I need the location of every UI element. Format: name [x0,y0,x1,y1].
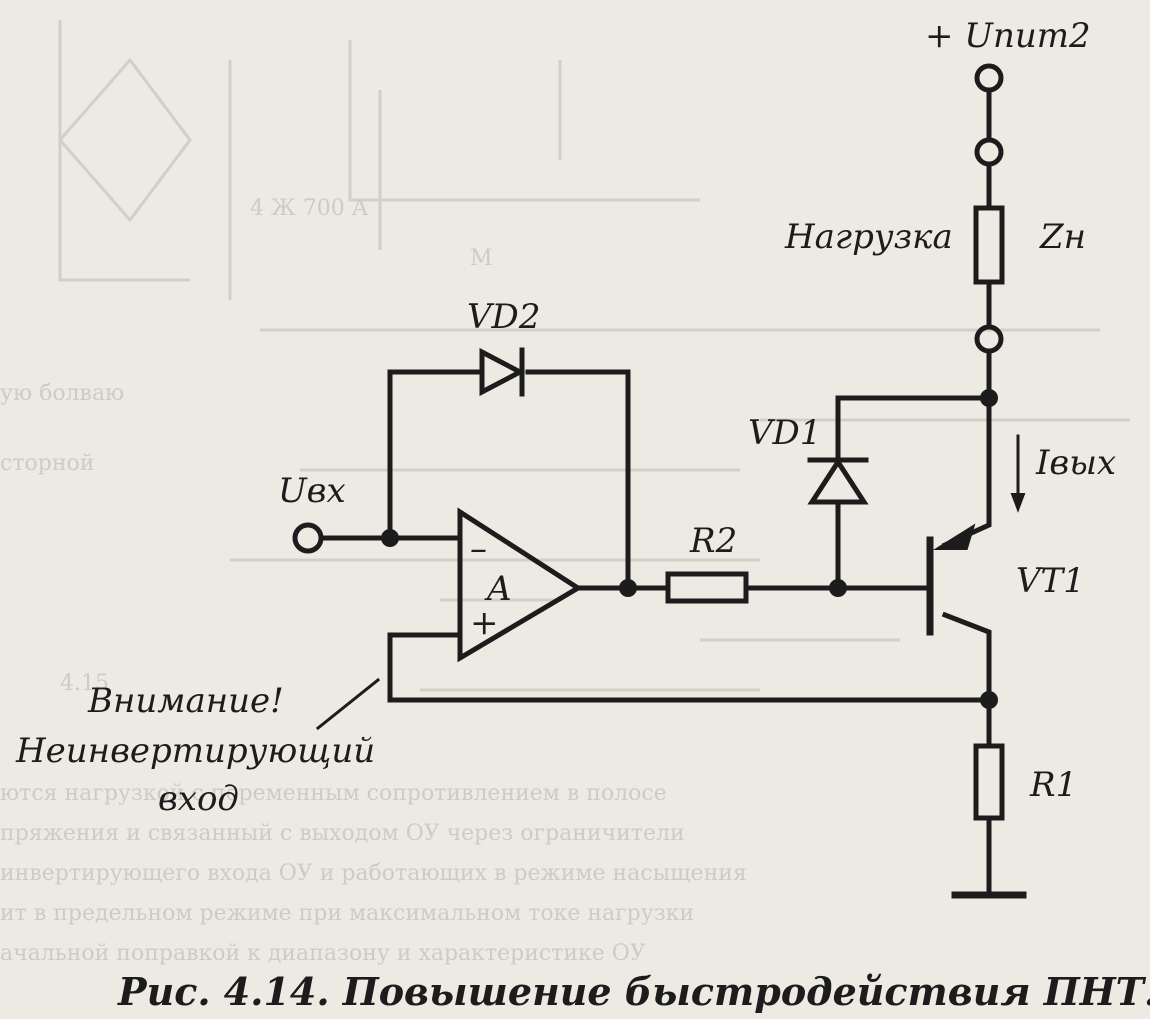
note-line-3: вход [158,779,239,819]
input-terminal [292,522,324,554]
vd1-label: VD1 [748,413,821,453]
vd1-diode [807,457,869,505]
svg-text:ую болваю: ую болваю [0,381,124,406]
svg-text:ачальной поправкой к диапазону: ачальной поправкой к диапазону и характе… [0,941,646,966]
figure-caption: Рис. 4.14. Повышение быстродействия ПНТ. [117,969,1150,1014]
note-line-1: Внимание! [87,681,284,721]
vd2-diode [479,347,526,397]
iout-label: Iвых [1035,443,1116,483]
output-current-arrow [1010,434,1026,513]
r2-resistor [665,571,749,604]
opamp-triangle [457,507,583,663]
svg-text:пряжения и связанный с выходом: пряжения и связанный с выходом ОУ через … [0,821,685,846]
svg-text:ит в предельном режиме при мак: ит в предельном режиме при максимальном … [0,901,694,926]
inverting-input-sign: – [470,529,487,569]
uin-label: Uвх [278,471,346,511]
wires [315,87,1027,899]
r2-label: R2 [689,521,737,561]
load-resistor [973,205,1005,285]
vt1-emitter-arrow [933,523,976,550]
note-line-2: Неинвертирующий [15,731,375,771]
vt1-label: VT1 [1016,561,1085,601]
bleed-through-background: 4 Ж 700 А М ую болваю сторной 4.15 ются … [0,20,1130,966]
svg-text:М: М [470,246,493,271]
r1-resistor [973,743,1005,821]
svg-text:сторной: сторной [0,451,94,476]
svg-text:4.15: 4.15 [60,671,109,696]
load-label: Нагрузка [784,217,953,257]
opamp-label: A [484,569,512,609]
vd2-label: VD2 [467,297,540,337]
svg-text:инвертирующего входа ОУ и рабо: инвертирующего входа ОУ и работающих в р… [0,861,747,886]
r1-label: R1 [1029,765,1077,805]
zload-label: Zн [1039,217,1086,257]
junctions [381,389,998,709]
noninverting-input-sign: + [470,603,499,643]
svg-text:4 Ж 700 А: 4 Ж 700 А [250,196,369,221]
svg-text:ются нагрузкой с переменным со: ются нагрузкой с переменным сопротивлени… [0,781,667,806]
supply-terminals [974,63,1004,354]
supply-label: + Uпит2 [925,16,1091,56]
